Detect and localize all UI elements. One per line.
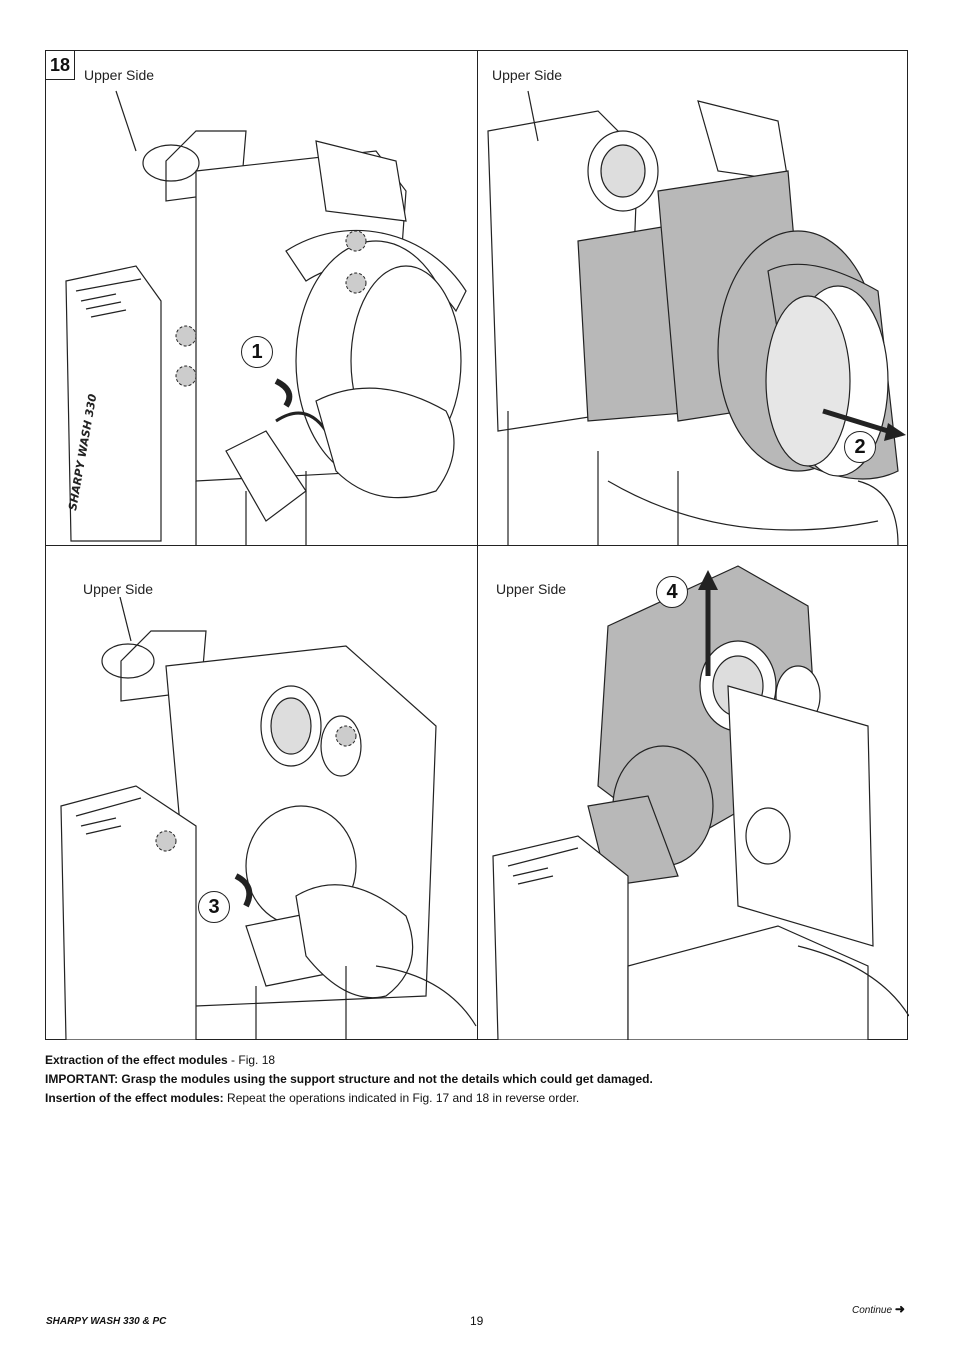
panel-1-illustration: SHARPY WASH 330 Upper Side 1 [46, 51, 477, 545]
panel-3-illustration: Upper Side 3 [46, 546, 477, 1040]
caption-line-1-rest: - Fig. 18 [227, 1053, 276, 1067]
footer-product-name: SHARPY WASH 330 & PC [46, 1316, 167, 1327]
upper-side-label-3: Upper Side [81, 581, 156, 597]
right-arrow-icon: ➜ [894, 1302, 905, 1316]
continue-label: Continue [852, 1305, 893, 1316]
panel-4-illustration: Upper Side 4 [478, 546, 909, 1040]
figure-18: 18 [45, 50, 909, 1040]
step-2-badge: 2 [844, 431, 876, 463]
upper-side-label-4: Upper Side [494, 581, 569, 597]
caption-line-1-bold: Extraction of the effect modules [45, 1053, 228, 1067]
step-4-badge: 4 [656, 576, 688, 608]
caption-line-2-bold: IMPORTANT: Grasp the modules using the s… [45, 1072, 653, 1086]
caption-line-3: Insertion of the effect modules: Repeat … [45, 1090, 579, 1106]
horizontal-divider [46, 545, 907, 546]
upper-side-label-2: Upper Side [490, 67, 565, 83]
upper-side-label-1: Upper Side [82, 67, 157, 83]
caption-line-1: Extraction of the effect modules - Fig. … [45, 1052, 275, 1068]
panel-2-illustration: Upper Side 2 [478, 51, 909, 545]
page-number: 19 [470, 1314, 484, 1328]
caption-line-3-rest: Repeat the operations indicated in Fig. … [223, 1091, 580, 1105]
continue-indicator: Continue ➜ [852, 1302, 905, 1316]
step-3-badge: 3 [198, 891, 230, 923]
step-1-badge: 1 [241, 336, 273, 368]
caption-line-3-bold: Insertion of the effect modules: [45, 1091, 224, 1105]
caption-line-2: IMPORTANT: Grasp the modules using the s… [45, 1071, 653, 1087]
figure-number: 18 [46, 51, 75, 80]
